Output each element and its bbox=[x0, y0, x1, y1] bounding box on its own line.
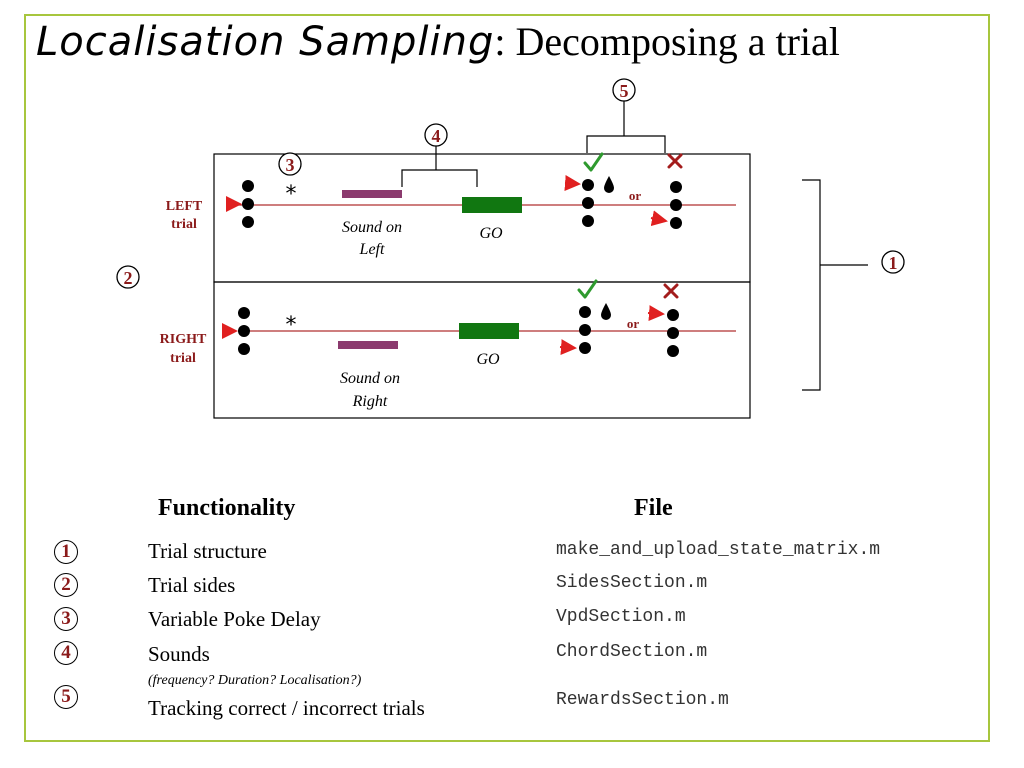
left-or-label: or bbox=[629, 188, 642, 203]
right-correct-arrow bbox=[559, 339, 577, 356]
row-2-label: Trial sides bbox=[148, 573, 236, 597]
right-go-label: GO bbox=[476, 351, 500, 368]
marker-4: 4 bbox=[424, 123, 448, 147]
row-3-marker: 3 bbox=[54, 607, 78, 631]
sound-left-label: Sound on bbox=[342, 219, 402, 236]
functionality-header: Functionality bbox=[158, 495, 296, 521]
left-correct-check-icon bbox=[583, 152, 604, 172]
right-star: * bbox=[286, 313, 297, 338]
row-2-marker: 2 bbox=[54, 573, 78, 597]
right-incorrect-cross-icon bbox=[663, 283, 679, 299]
left-go-label: GO bbox=[479, 225, 503, 242]
row-1-marker: 1 bbox=[54, 540, 78, 564]
marker-3: 3 bbox=[278, 152, 302, 176]
sounds-bracket bbox=[401, 146, 478, 187]
row-1-file: make_and_upload_state_matrix.m bbox=[556, 540, 881, 560]
left-start-pokes bbox=[242, 180, 254, 228]
svg-text:2: 2 bbox=[124, 268, 133, 288]
row-4-sublabel: (frequency? Duration? Localisation?) bbox=[148, 673, 362, 688]
right-water-drop-icon bbox=[601, 303, 611, 320]
svg-text:1: 1 bbox=[889, 253, 898, 273]
row-4-label: Sounds bbox=[148, 642, 210, 666]
left-go-bar bbox=[462, 197, 522, 213]
title-script-part: Localisation Sampling bbox=[36, 19, 495, 65]
right-sound-bar bbox=[338, 341, 398, 349]
left-correct-pokes bbox=[582, 179, 594, 227]
left-correct-arrow bbox=[564, 175, 581, 191]
svg-text:5: 5 bbox=[620, 81, 629, 101]
marker-2: 2 bbox=[116, 265, 140, 289]
sound-right-label-2: Right bbox=[352, 393, 388, 410]
right-start-pokes bbox=[238, 307, 250, 355]
svg-text:4: 4 bbox=[432, 126, 441, 146]
row-5-marker: 5 bbox=[54, 685, 78, 709]
row-1-label: Trial structure bbox=[148, 539, 267, 563]
left-incorrect-arrow bbox=[650, 210, 668, 227]
right-trial-box bbox=[213, 281, 751, 419]
right-incorrect-pokes bbox=[667, 309, 679, 357]
left-trial-label-2: trial bbox=[171, 217, 197, 232]
row-5-label: Tracking correct / incorrect trials bbox=[148, 696, 425, 720]
row-4-file: ChordSection.m bbox=[556, 642, 708, 662]
left-star: * bbox=[286, 182, 297, 207]
left-sound-bar bbox=[342, 190, 402, 198]
title-plain-part: : Decomposing a trial bbox=[494, 19, 840, 64]
sound-left-label-2: Left bbox=[359, 241, 385, 258]
marker-1: 1 bbox=[881, 250, 905, 274]
right-trial-label-2: trial bbox=[170, 351, 196, 366]
right-correct-pokes bbox=[579, 306, 591, 354]
slide-title: Localisation Sampling: Decomposing a tri… bbox=[36, 18, 840, 65]
left-incorrect-pokes bbox=[670, 181, 682, 229]
svg-text:3: 3 bbox=[286, 155, 295, 175]
right-go-bar bbox=[459, 323, 519, 339]
right-correct-check-icon bbox=[577, 279, 598, 299]
left-incorrect-cross-icon bbox=[667, 153, 683, 169]
left-water-drop-icon bbox=[604, 176, 614, 193]
slide-frame bbox=[24, 14, 990, 742]
row-4-marker: 4 bbox=[54, 641, 78, 665]
row-5-file: RewardsSection.m bbox=[556, 690, 729, 710]
right-trial-label: RIGHT bbox=[160, 332, 207, 347]
left-trial-label: LEFT bbox=[166, 199, 203, 214]
row-3-label: Variable Poke Delay bbox=[148, 607, 321, 631]
row-3-file: VpdSection.m bbox=[556, 607, 686, 627]
right-incorrect-arrow bbox=[647, 305, 665, 322]
sound-right-label: Sound on bbox=[340, 370, 400, 387]
row-2-file: SidesSection.m bbox=[556, 573, 708, 593]
right-or-label: or bbox=[627, 316, 640, 331]
marker-5: 5 bbox=[612, 78, 636, 102]
trial-structure-bracket bbox=[802, 179, 868, 391]
file-header: File bbox=[634, 495, 673, 521]
tracking-bracket bbox=[586, 101, 666, 153]
